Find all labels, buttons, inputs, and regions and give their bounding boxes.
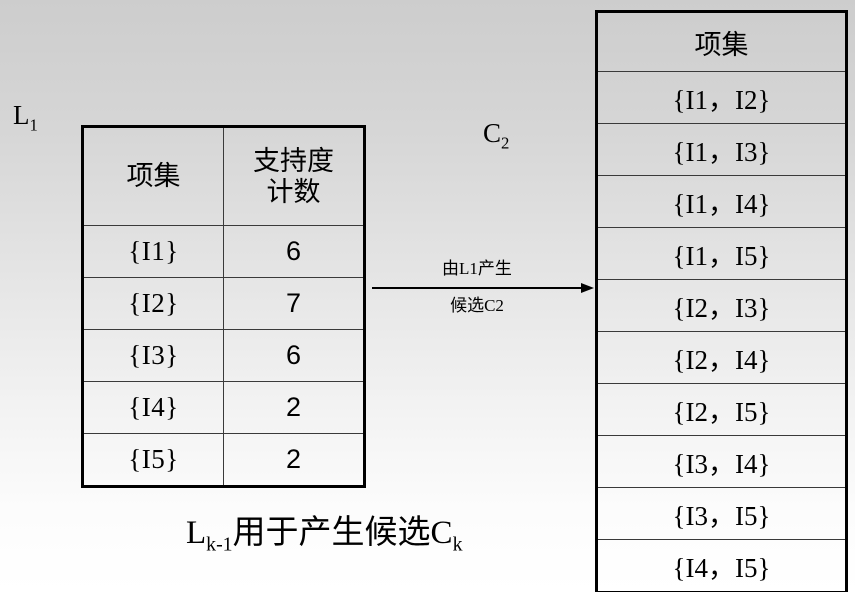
label-l1-subscript: 1 [29, 115, 38, 135]
l1-cell-itemset: {I4} [82, 381, 224, 434]
l1-cell-count: 6 [223, 329, 365, 382]
c2-cell-itemset: {I3，I5} [596, 487, 847, 540]
table-row: {I5} 2 [82, 433, 365, 487]
caption-mid-text: 用于产生候选C [232, 515, 453, 551]
table-row: {I1，I5} [596, 227, 847, 280]
c2-itemset-table: 项集 {I1，I2} {I1，I3} {I1，I4} {I1，I5} {I2，I… [595, 10, 848, 592]
c2-cell-itemset: {I4，I5} [596, 539, 847, 592]
label-c2-subscript: 2 [501, 133, 510, 153]
arrow-caption-line1: 由L1产生 [442, 259, 512, 278]
caption-sub-k: k [452, 533, 463, 556]
l1-cell-count: 6 [223, 225, 365, 278]
table-row: {I2} 7 [82, 277, 365, 330]
label-c2-base: C [483, 118, 502, 148]
label-c2: C2 [483, 118, 510, 153]
l1-header-support-count-line2: 计数 [266, 176, 321, 207]
l1-header-itemset: 项集 [82, 126, 224, 226]
c2-cell-itemset: {I2，I4} [596, 331, 847, 384]
bottom-caption: Lk-1用于产生候选Ck [186, 505, 463, 556]
l1-cell-itemset: {I1} [82, 225, 224, 278]
l1-cell-itemset: {I5} [82, 433, 224, 487]
c2-cell-itemset: {I1，I4} [596, 175, 847, 228]
c2-cell-itemset: {I2，I3} [596, 279, 847, 332]
table-row: {I2，I4} [596, 331, 847, 384]
label-l1: L1 [13, 100, 38, 135]
table-row: {I1，I2} [596, 71, 847, 124]
table-row: {I3，I5} [596, 487, 847, 540]
right-arrow-icon [372, 283, 594, 293]
l1-itemset-table: 项集 支持度 计数 {I1} 6 {I2} 7 {I3} 6 {I4} [81, 125, 366, 488]
l1-cell-itemset: {I3} [82, 329, 224, 382]
c2-cell-itemset: {I1，I2} [596, 71, 847, 124]
table-row: {I2，I3} [596, 279, 847, 332]
l1-cell-itemset: {I2} [82, 277, 224, 330]
c2-cell-itemset: {I3，I4} [596, 435, 847, 488]
c2-cell-itemset: {I2，I5} [596, 383, 847, 436]
c2-cell-itemset: {I1，I5} [596, 227, 847, 280]
table-header-row: 项集 [596, 11, 847, 72]
table-row: {I1，I3} [596, 123, 847, 176]
l1-cell-count: 2 [223, 433, 365, 487]
l1-header-support-count: 支持度 计数 [223, 126, 365, 226]
c2-cell-itemset: {I1，I3} [596, 123, 847, 176]
c2-header-itemset: 项集 [596, 11, 847, 72]
table-row: {I3} 6 [82, 329, 365, 382]
l1-cell-count: 7 [223, 277, 365, 330]
table-row: {I4} 2 [82, 381, 365, 434]
generation-arrow-group: 由L1产生 候选C2 [372, 250, 594, 326]
table-row: {I3，I4} [596, 435, 847, 488]
table-row: {I1，I4} [596, 175, 847, 228]
table-header-row: 项集 支持度 计数 [82, 126, 365, 226]
arrow-caption-line2: 候选C2 [450, 296, 504, 315]
l1-cell-count: 2 [223, 381, 365, 434]
l1-header-support-count-line1: 支持度 [253, 146, 334, 177]
label-l1-base: L [13, 100, 30, 130]
caption-base-lk: L [186, 515, 207, 551]
table-row: {I2，I5} [596, 383, 847, 436]
table-row: {I1} 6 [82, 225, 365, 278]
table-row: {I4，I5} [596, 539, 847, 592]
caption-sub-km1: k-1 [206, 533, 233, 556]
